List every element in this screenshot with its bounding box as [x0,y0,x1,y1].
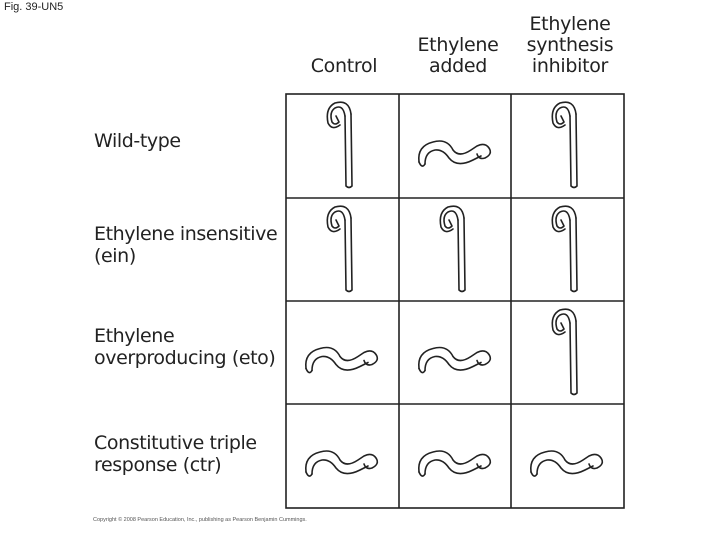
seedling-root-tip [419,369,425,373]
seedling-body-inner [537,460,593,474]
straight-seedling-icon [327,102,352,187]
seedling-stem [570,321,577,395]
seedling-body-inner [425,460,481,474]
swollen-seedling-icon [306,451,378,476]
seedling-hook [556,211,570,228]
seedling-body-inner [312,356,368,370]
straight-seedling-icon [552,206,577,291]
straight-seedling-icon [552,309,577,394]
seedling-body-inner [425,150,481,164]
swollen-seedling-icon [531,451,603,476]
seedling-body-inner [312,460,368,474]
swollen-seedling-icon [419,451,491,476]
seedling-root-tip [306,369,312,373]
copyright-notice: Copyright © 2008 Pearson Education, Inc.… [93,517,307,523]
seedling-root-tip [531,472,537,476]
seedling-stem [345,218,352,292]
seedling-stem [345,114,352,188]
seedling-hook [556,314,570,331]
swollen-seedling-icon [419,141,491,166]
seedling-root-tip [306,472,312,476]
seedling-root-tip [419,472,425,476]
seedling-hook [331,107,345,124]
seedling-stem [570,114,577,188]
seedling-stem [570,218,577,292]
seedling-root-tip [419,162,425,166]
swollen-seedling-icon [419,348,491,373]
straight-seedling-icon [440,206,465,291]
seedling-stem [458,218,465,292]
seedling-body-inner [425,356,481,370]
seedling-hook [331,211,345,228]
straight-seedling-icon [327,206,352,291]
swollen-seedling-icon [306,348,378,373]
seedling-hook [556,107,570,124]
seedling-hook [444,211,458,228]
straight-seedling-icon [552,102,577,187]
